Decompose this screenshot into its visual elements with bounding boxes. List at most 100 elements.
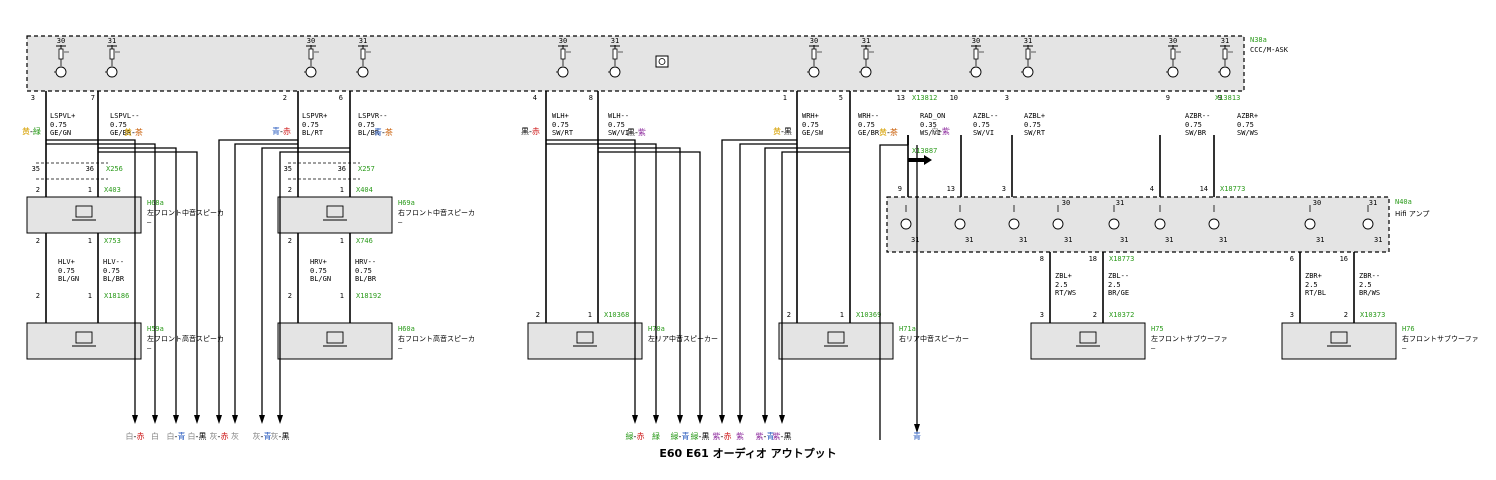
mid-wire-name: HLV+ — [58, 258, 75, 266]
connector-top: X404 — [356, 186, 373, 194]
resistor-symbol — [360, 48, 366, 60]
amp-ground-label: 31 — [1374, 236, 1382, 244]
connector-mid: X753 — [104, 237, 121, 245]
resistor-symbol — [1025, 48, 1031, 60]
splice-pin: 35 — [284, 165, 292, 173]
output-wire — [98, 151, 198, 415]
output-color-label: 緑-赤 — [626, 431, 645, 441]
transistor-symbol — [55, 66, 67, 78]
sub-wire-size: 2.5 — [1305, 281, 1318, 289]
speaker-pin: 2 — [288, 186, 292, 194]
transistor-symbol — [900, 218, 912, 230]
speaker-pin: 2 — [787, 311, 791, 319]
output-arrow-icon — [737, 415, 743, 424]
output-color-label: 灰 — [231, 431, 239, 441]
wire-size: 0.75 — [110, 121, 127, 129]
output-arrow-icon — [719, 415, 725, 424]
transistor-symbol — [1022, 66, 1034, 78]
transistor-symbol — [1154, 218, 1166, 230]
wire-code: SW/RT — [1024, 129, 1046, 137]
speaker-box — [1030, 322, 1146, 360]
output-wire — [261, 147, 350, 415]
connector-X18773: X18773 — [1109, 255, 1134, 263]
sub-wire-code: RT/WS — [1055, 289, 1076, 297]
splice-pin: 36 — [86, 165, 94, 173]
transistor-symbol — [970, 66, 982, 78]
speaker-icon — [75, 331, 93, 344]
amp-ground-label: 31 — [965, 236, 973, 244]
output-arrow-icon — [277, 415, 283, 424]
speaker-id: H60a — [398, 325, 415, 333]
n38a-supply-label: 30 — [1169, 37, 1177, 45]
amp-input-pin: 14 — [1200, 185, 1208, 193]
output-color-label: 灰-黒 — [271, 431, 290, 441]
resistor-symbol — [109, 48, 115, 60]
resistor-symbol — [308, 48, 314, 60]
n38a-internal-icon — [655, 55, 669, 68]
sub-wire-name: ZBR+ — [1305, 272, 1322, 280]
resistor-symbol — [560, 48, 566, 60]
wire-name: AZBR+ — [1237, 112, 1258, 120]
mid-wire-size: 0.75 — [310, 267, 327, 275]
speaker-pin: 1 — [588, 311, 592, 319]
wire-name: WRH+ — [802, 112, 819, 120]
transistor-symbol — [1208, 218, 1220, 230]
n38a-id: N38a — [1250, 36, 1267, 44]
wire-pin-number: 3 — [31, 94, 35, 102]
speaker-id: H71a — [899, 325, 916, 333]
speaker-id: H76 — [1402, 325, 1415, 333]
n40a-id: N40a — [1395, 198, 1412, 206]
wire-code: SW/VI — [973, 129, 994, 137]
wire-code: GE/SW — [802, 129, 824, 137]
splice-pin: 36 — [338, 165, 346, 173]
wire-code: BL/BR — [358, 129, 380, 137]
resistor-symbol — [1170, 48, 1176, 60]
wire-pin-number: 9 — [1166, 94, 1170, 102]
wire-code: BL/RT — [302, 129, 324, 137]
speaker-pin: 3 — [1290, 311, 1294, 319]
wire-name: LSPVR+ — [302, 112, 327, 120]
output-arrow-icon — [697, 415, 703, 424]
speaker-name: 右フロント中音スピーカ — [398, 208, 475, 217]
output-color-label: 白-黒 — [188, 431, 207, 441]
connector-X13812: X13812 — [912, 94, 937, 102]
wire-pin-number: 9 — [1218, 94, 1222, 102]
output-color-label: 白 — [151, 431, 159, 441]
amp-supply-label: 30 — [1313, 199, 1321, 207]
wire-size: 0.75 — [858, 121, 875, 129]
mid-wire-code: BL/GN — [310, 275, 331, 283]
arrow-icon — [908, 155, 932, 165]
n38a-supply-label: 31 — [611, 37, 619, 45]
amp-ground-label: 31 — [1019, 236, 1027, 244]
speaker-pin: 1 — [88, 237, 92, 245]
output-wire — [234, 143, 298, 415]
output-wire — [721, 139, 797, 415]
output-color-label: 白-青 — [167, 431, 186, 441]
wire-name: WRH-- — [858, 112, 879, 120]
sub-wire-code: BR/GE — [1108, 289, 1129, 297]
n38a-supply-label: 30 — [810, 37, 818, 45]
wire-code: SW/VI — [608, 129, 629, 137]
wire-color-label-wlh-plus: 黒-赤 — [521, 127, 540, 136]
wire-name: LSPVL-- — [110, 112, 140, 120]
wire-color-label-rad-on: 白-紫 — [931, 126, 950, 136]
output-color-label: 紫-赤 — [713, 432, 732, 441]
output-wire — [218, 139, 298, 415]
connector-X257: X257 — [358, 165, 375, 173]
speaker-name: 左フロント高音スピーカ — [147, 334, 224, 343]
speaker-pin: 1 — [340, 237, 344, 245]
resistor-symbol — [1222, 48, 1228, 60]
speaker-id: H69a — [398, 199, 415, 207]
wire-pin-number: 6 — [339, 94, 343, 102]
n38a-supply-label: 31 — [108, 37, 116, 45]
wire-code: GE/GN — [50, 129, 71, 137]
output-color-label: 緑-青 — [671, 431, 690, 441]
speaker-name: 左リア中音スピーカー — [648, 334, 718, 343]
output-arrow-icon — [194, 415, 200, 424]
wire-size: 0.75 — [358, 121, 375, 129]
amp-ground-label: 31 — [1120, 236, 1128, 244]
wire-size: 0.75 — [50, 121, 67, 129]
n38a-supply-label: 31 — [359, 37, 367, 45]
mid-wire-size: 0.75 — [355, 267, 372, 275]
output-arrow-icon — [653, 415, 659, 424]
